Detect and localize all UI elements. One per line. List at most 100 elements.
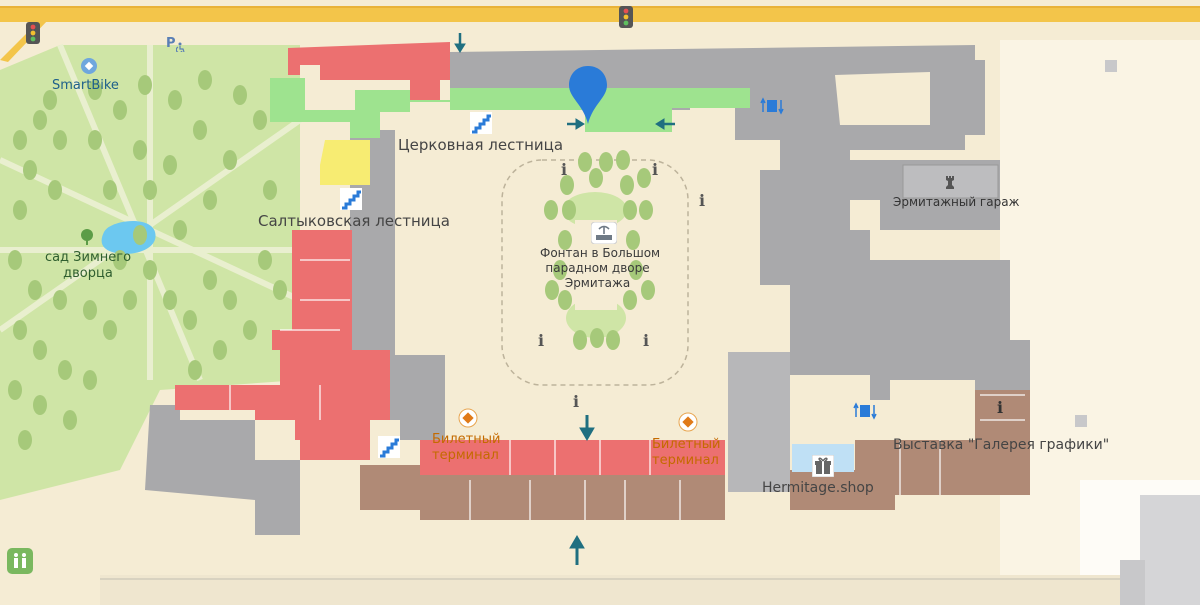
tree	[623, 290, 637, 310]
tree	[63, 410, 77, 430]
tree	[53, 130, 67, 150]
tree	[558, 290, 572, 310]
tree	[103, 320, 117, 340]
tree	[243, 320, 257, 340]
traffic-light-icon	[26, 22, 40, 44]
tree	[641, 280, 655, 300]
elevator-icon	[760, 97, 784, 115]
tree	[233, 85, 247, 105]
tree	[183, 310, 197, 330]
tree	[33, 340, 47, 360]
tree	[13, 320, 27, 340]
tree	[33, 110, 47, 130]
tree	[13, 200, 27, 220]
red-zone-north	[288, 42, 450, 100]
tree	[33, 395, 47, 415]
saltykov-stair-label: Салтыковская лестница	[258, 212, 450, 230]
building-west-wing	[350, 130, 395, 360]
garage-label: Эрмитажный гараж	[893, 195, 1020, 209]
tree	[53, 290, 67, 310]
stairs-icon	[340, 188, 362, 210]
tree	[620, 175, 634, 195]
tree	[8, 250, 22, 270]
tree	[123, 290, 137, 310]
ticket-icon[interactable]	[678, 412, 698, 432]
tree	[188, 360, 202, 380]
building-east-wing	[450, 45, 1030, 400]
tree	[23, 160, 37, 180]
info-marker[interactable]: i	[643, 331, 650, 350]
tree	[578, 152, 592, 172]
tree	[138, 75, 152, 95]
tree	[163, 290, 177, 310]
tree	[113, 100, 127, 120]
tree	[253, 110, 267, 130]
tree	[273, 280, 287, 300]
garden-label: сад Зимнего дворца	[44, 250, 132, 281]
ticket-terminal-right-label: Билетный терминал	[652, 437, 721, 468]
brown-zone-south	[360, 465, 725, 520]
tree	[133, 140, 147, 160]
tree	[263, 180, 277, 200]
tree	[639, 200, 653, 220]
green-zone-north	[270, 78, 750, 138]
tree	[143, 180, 157, 200]
toilet-icon[interactable]	[7, 548, 33, 574]
tree	[28, 280, 42, 300]
tree	[573, 330, 587, 350]
tree	[83, 300, 97, 320]
church-stair-label: Церковная лестница	[398, 136, 564, 154]
tree	[560, 175, 574, 195]
tree	[8, 380, 22, 400]
bike-icon[interactable]	[80, 57, 98, 75]
ticket-icon[interactable]	[458, 408, 478, 428]
parking-label: P	[166, 36, 176, 51]
tree	[43, 90, 57, 110]
tree	[83, 370, 97, 390]
tree	[616, 150, 630, 170]
yellow-zone	[320, 140, 370, 185]
gift-icon[interactable]	[812, 455, 834, 477]
info-marker[interactable]: i	[561, 160, 568, 179]
location-pin-icon[interactable]	[565, 64, 611, 126]
tree	[544, 200, 558, 220]
tree	[58, 360, 72, 380]
tree	[88, 80, 102, 100]
tree	[637, 168, 651, 188]
info-marker[interactable]: i	[573, 392, 580, 411]
tree	[545, 280, 559, 300]
tree	[223, 150, 237, 170]
tree	[203, 190, 217, 210]
brown-zone-east	[790, 390, 1030, 510]
tree	[553, 260, 567, 280]
elevator-icon	[853, 402, 877, 420]
info-marker[interactable]: i	[538, 331, 545, 350]
tree	[163, 155, 177, 175]
info-marker[interactable]: i	[997, 398, 1004, 417]
red-zone-west	[175, 230, 390, 460]
tree	[589, 168, 603, 188]
stairs-icon	[470, 112, 492, 134]
fountain-icon	[591, 222, 617, 244]
tree	[143, 260, 157, 280]
info-marker[interactable]: i	[652, 160, 659, 179]
tree	[168, 90, 182, 110]
tree	[133, 225, 147, 245]
tree	[198, 70, 212, 90]
tree	[203, 270, 217, 290]
info-marker[interactable]: i	[699, 191, 706, 210]
entrance-arrow-icon	[454, 33, 675, 565]
tree	[193, 120, 207, 140]
tree	[13, 130, 27, 150]
exhibition-label: Выставка "Галерея графики"	[893, 437, 1110, 453]
accessibility-icon	[176, 42, 185, 52]
smartbike-label: SmartBike	[52, 78, 119, 93]
tree	[562, 200, 576, 220]
ticket-terminal-left-label: Билетный терминал	[432, 432, 501, 463]
tree	[18, 430, 32, 450]
tree	[590, 328, 604, 348]
tree	[103, 180, 117, 200]
tree	[629, 260, 643, 280]
